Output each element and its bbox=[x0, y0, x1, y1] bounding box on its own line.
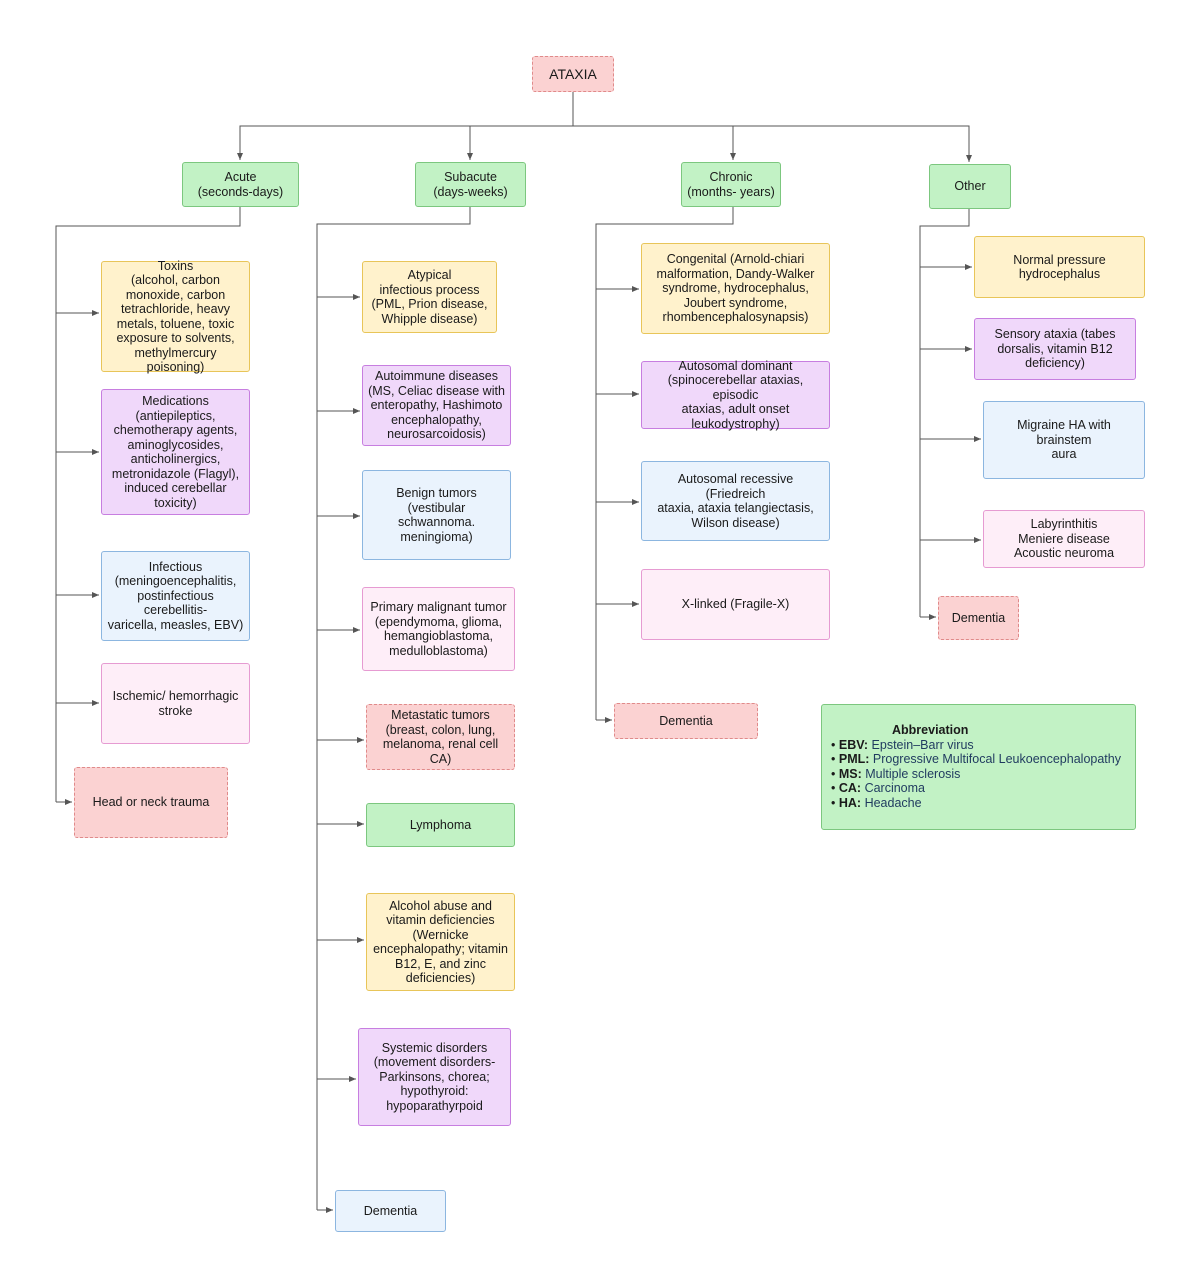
chronic-x-linked: X-linked (Fragile-X) bbox=[641, 569, 830, 640]
abbreviation-legend: Abbreviation • EBV: Epstein–Barr virus •… bbox=[821, 704, 1136, 830]
chronic-dementia: Dementia bbox=[614, 703, 758, 739]
subacute-systemic-disorders: Systemic disorders (movement disorders- … bbox=[358, 1028, 511, 1126]
root-node-ataxia: ATAXIA bbox=[532, 56, 614, 92]
chronic-autosomal-recessive: Autosomal recessive (Friedreich ataxia, … bbox=[641, 461, 830, 541]
header-acute: Acute (seconds-days) bbox=[182, 162, 299, 207]
subacute-alcohol-vitamin: Alcohol abuse and vitamin deficiencies (… bbox=[366, 893, 515, 991]
acute-medications: Medications (antiepileptics, chemotherap… bbox=[101, 389, 250, 515]
legend-entry-ca: • CA: Carcinoma bbox=[831, 781, 925, 796]
subacute-primary-malignant-tumor: Primary malignant tumor (ependymoma, gli… bbox=[362, 587, 515, 671]
root-label: ATAXIA bbox=[549, 65, 597, 82]
legend-entry-ebv: • EBV: Epstein–Barr virus bbox=[831, 737, 974, 752]
other-migraine: Migraine HA with brainstem aura bbox=[983, 401, 1145, 479]
acute-head-neck-trauma: Head or neck trauma bbox=[74, 767, 228, 838]
legend-entry-pml: • PML: Progressive Multifocal Leukoencep… bbox=[831, 752, 1121, 767]
chronic-autosomal-dominant: Autosomal dominant (spinocerebellar atax… bbox=[641, 359, 830, 431]
other-normal-pressure-hydrocephalus: Normal pressure hydrocephalus bbox=[974, 236, 1145, 298]
chronic-congenital: Congenital (Arnold-chiari malformation, … bbox=[641, 243, 830, 334]
subacute-lymphoma: Lymphoma bbox=[366, 803, 515, 847]
subacute-metastatic-tumors: Metastatic tumors (breast, colon, lung, … bbox=[366, 704, 515, 770]
acute-infectious: Infectious (meningoencephalitis, postinf… bbox=[101, 551, 250, 641]
header-chronic: Chronic (months- years) bbox=[681, 162, 781, 207]
subacute-autoimmune: Autoimmune diseases (MS, Celiac disease … bbox=[362, 365, 511, 446]
other-labyrinthitis: Labyrinthitis Meniere disease Acoustic n… bbox=[983, 510, 1145, 568]
subacute-dementia: Dementia bbox=[335, 1190, 446, 1232]
other-sensory-ataxia: Sensory ataxia (tabes dorsalis, vitamin … bbox=[974, 318, 1136, 380]
legend-title: Abbreviation bbox=[892, 723, 969, 737]
legend-entry-ms: • MS: Multiple sclerosis bbox=[831, 766, 961, 781]
header-subacute: Subacute (days-weeks) bbox=[415, 162, 526, 207]
acute-stroke: Ischemic/ hemorrhagic stroke bbox=[101, 663, 250, 744]
subacute-atypical-infectious: Atypical infectious process (PML, Prion … bbox=[362, 261, 497, 333]
acute-toxins: Toxins (alcohol, carbon monoxide, carbon… bbox=[101, 259, 250, 374]
other-dementia: Dementia bbox=[938, 596, 1019, 640]
legend-entry-ha: • HA: Headache bbox=[831, 795, 922, 810]
subacute-benign-tumors: Benign tumors (vestibular schwannoma. me… bbox=[362, 470, 511, 560]
header-other: Other bbox=[929, 164, 1011, 209]
